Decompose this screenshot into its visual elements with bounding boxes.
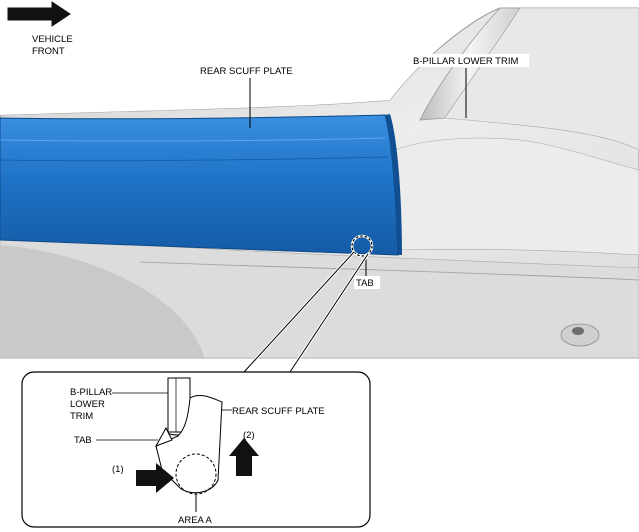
vehicle-illustration <box>0 0 639 359</box>
detail-b-pillar-line1: B-PILLAR <box>70 387 112 398</box>
callout-rear-scuff-plate: REAR SCUFF PLATE <box>198 64 303 128</box>
detail-step1-label: (1) <box>112 464 124 475</box>
vehicle-front-arrow-icon <box>7 1 71 27</box>
vehicle-front-label-line2: FRONT <box>32 46 65 57</box>
door-opening <box>0 0 500 115</box>
body-hole <box>560 323 600 347</box>
lift-arrow-icon <box>229 438 259 476</box>
detail-tab <box>154 426 173 447</box>
vehicle-front-indicator: VEHICLE FRONT <box>7 1 73 57</box>
rear-scuff-plate <box>0 114 399 256</box>
detail-step2-label: (2) <box>243 430 255 441</box>
detail-inset: B-PILLAR LOWER TRIM REAR SCUFF PLATE TAB… <box>21 371 371 528</box>
detail-scuff-plate <box>155 395 223 494</box>
detail-tab-label: TAB <box>74 435 92 446</box>
callout-b-pillar-lower-trim: B-PILLAR LOWER TRIM <box>411 54 529 118</box>
detail-rear-scuff-plate-label: REAR SCUFF PLATE <box>232 406 325 417</box>
detail-b-pillar-line3: TRIM <box>70 411 93 422</box>
rear-scuff-plate-label: REAR SCUFF PLATE <box>200 66 293 77</box>
callout-tab: TAB <box>242 234 380 374</box>
detail-area-a-label: AREA A <box>178 515 212 526</box>
detail-b-pillar-line2: LOWER <box>70 399 105 410</box>
vehicle-front-label-line1: VEHICLE <box>32 34 73 45</box>
b-pillar-lower-trim-label: B-PILLAR LOWER TRIM <box>413 56 518 67</box>
tab-label: TAB <box>356 278 374 289</box>
push-arrow-icon <box>136 463 174 493</box>
